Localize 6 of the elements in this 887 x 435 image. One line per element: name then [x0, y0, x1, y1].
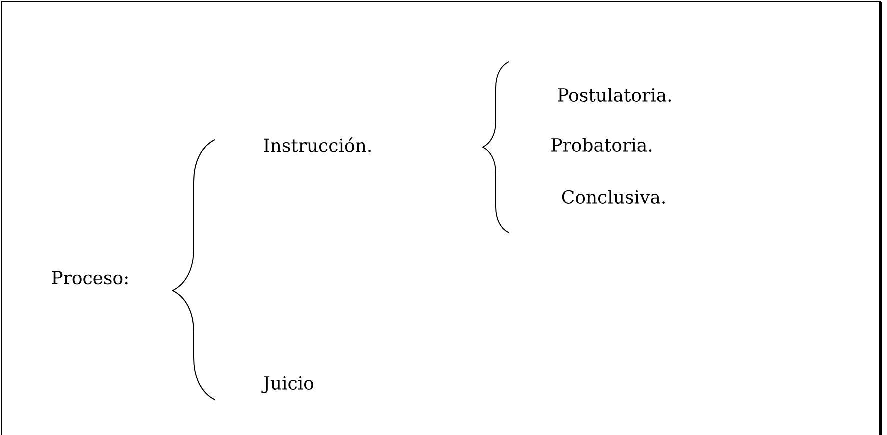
item-label: Probatoria. — [552, 138, 652, 152]
item-label: Proceso: — [52, 271, 128, 285]
item-label: Postulatoria. — [558, 88, 672, 102]
item-label: Instrucción. — [264, 138, 371, 152]
item-label: Juicio — [262, 376, 314, 394]
item-label: Conclusiva. — [562, 190, 665, 204]
